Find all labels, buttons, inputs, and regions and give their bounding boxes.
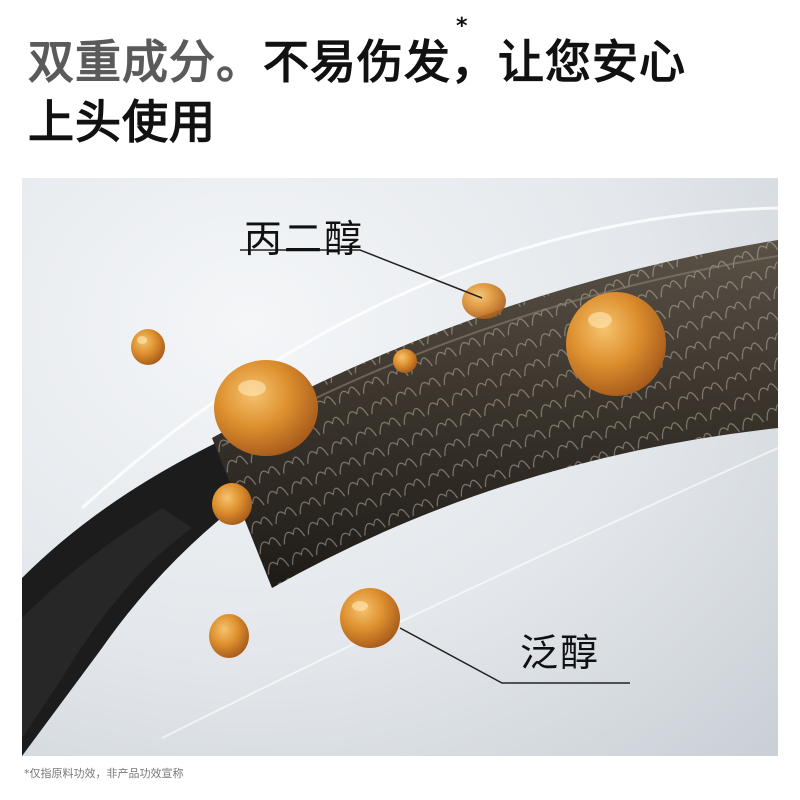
highlight-arc — [80, 206, 778, 510]
droplet-group — [131, 283, 666, 658]
droplet — [131, 329, 165, 365]
headline-part-2: 不易伤发，让您安心 — [263, 35, 686, 89]
ingredient-label-propylene-glycol: 丙二醇 — [244, 217, 365, 261]
hair-rough-texture — [22, 508, 192, 738]
droplet — [209, 614, 249, 658]
ingredient-label-panthenol: 泛醇 — [520, 631, 601, 675]
callout-line-bottom — [399, 627, 630, 684]
headline-part-1: 双重成分。 — [28, 35, 263, 89]
droplet — [214, 360, 318, 456]
droplet — [462, 283, 506, 319]
hair-strand-image — [22, 206, 778, 756]
droplet — [340, 588, 400, 648]
droplet — [393, 349, 417, 373]
headline-line-2: 上头使用 — [28, 95, 216, 149]
headline-asterisk: * — [456, 14, 468, 39]
disclaimer-footnote: *仅指原料功效，非产品功效宣称 — [24, 767, 184, 780]
hair-strand-illustration — [22, 178, 778, 756]
droplet — [566, 292, 666, 396]
headline-line-1: 双重成分。不易伤发，让您安心 — [28, 34, 686, 90]
droplet — [212, 483, 252, 525]
callout-line-top — [240, 249, 483, 299]
hair-rough-end — [22, 440, 274, 756]
highlight-arc — [161, 447, 778, 739]
